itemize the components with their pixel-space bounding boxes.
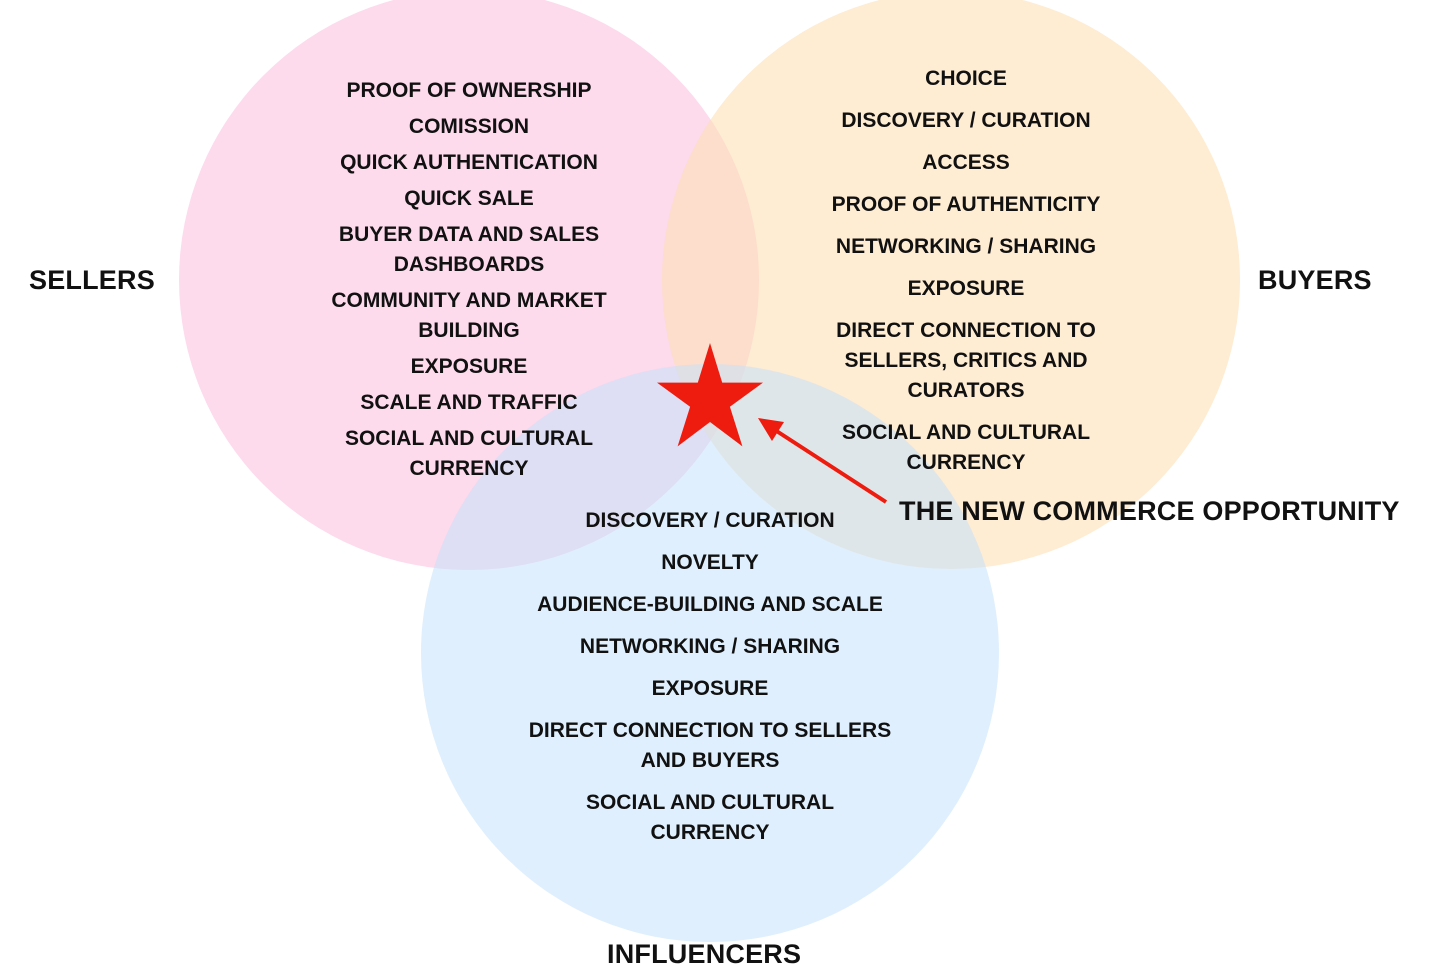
- sellers-benefit-item: BUYER DATA AND SALES DASHBOARDS: [338, 223, 600, 276]
- sellers-label: SELLERS: [29, 265, 155, 295]
- influencers-benefit-item: DIRECT CONNECTION TO SELLERS AND BUYERS: [528, 719, 892, 772]
- buyers-benefit-item: DIRECT CONNECTION TO SELLERS, CRITICS AN…: [836, 319, 1096, 402]
- sellers-benefit-item: COMMUNITY AND MARKET BUILDING: [331, 289, 607, 342]
- buyers-benefit-item: DISCOVERY / CURATION: [841, 109, 1091, 132]
- influencers-benefit-item: EXPOSURE: [651, 677, 769, 700]
- buyers-benefit-item: SOCIAL AND CULTURAL CURRENCY: [841, 421, 1091, 474]
- sellers-benefit-item: QUICK AUTHENTICATION: [340, 151, 598, 174]
- sellers-benefit-item: QUICK SALE: [404, 187, 534, 210]
- sellers-benefit-item: EXPOSURE: [410, 355, 528, 378]
- sellers-benefit-item: SCALE AND TRAFFIC: [360, 391, 578, 414]
- buyers-benefit-item: NETWORKING / SHARING: [835, 235, 1097, 258]
- influencers-benefit-item: AUDIENCE-BUILDING AND SCALE: [537, 593, 883, 616]
- buyers-benefit-item: CHOICE: [925, 67, 1007, 90]
- influencers-circle: [421, 364, 999, 942]
- buyers-benefit-item: EXPOSURE: [907, 277, 1025, 300]
- buyers-label: BUYERS: [1258, 265, 1372, 295]
- sellers-benefit-item: PROOF OF OWNERSHIP: [346, 79, 592, 102]
- sellers-benefit-item: COMISSION: [408, 115, 530, 138]
- influencers-benefit-item: DISCOVERY / CURATION: [585, 509, 835, 532]
- sellers-benefits-list: PROOF OF OWNERSHIP COMISSION QUICK AUTHENT…: [299, 76, 639, 490]
- influencers-benefit-item: NETWORKING / SHARING: [579, 635, 841, 658]
- buyers-benefit-item: PROOF OF AUTHENTICITY: [831, 193, 1101, 216]
- influencers-benefit-item: SOCIAL AND CULTURAL CURRENCY: [585, 791, 835, 844]
- influencers-label: INFLUENCERS: [607, 939, 802, 969]
- influencers-benefit-item: NOVELTY: [661, 551, 759, 574]
- buyers-benefit-item: ACCESS: [922, 151, 1010, 174]
- influencers-benefits-list: DISCOVERY / CURATION NOVELTY AUDIENCE-BUIL…: [480, 506, 940, 860]
- sellers-benefit-item: SOCIAL AND CULTURAL CURRENCY: [344, 427, 594, 480]
- opportunity-label: THE NEW COMMERCE OPPORTUNITY: [899, 496, 1400, 526]
- buyers-benefits-list: CHOICE DISCOVERY / CURATION ACCESS PROOF OF…: [796, 64, 1136, 490]
